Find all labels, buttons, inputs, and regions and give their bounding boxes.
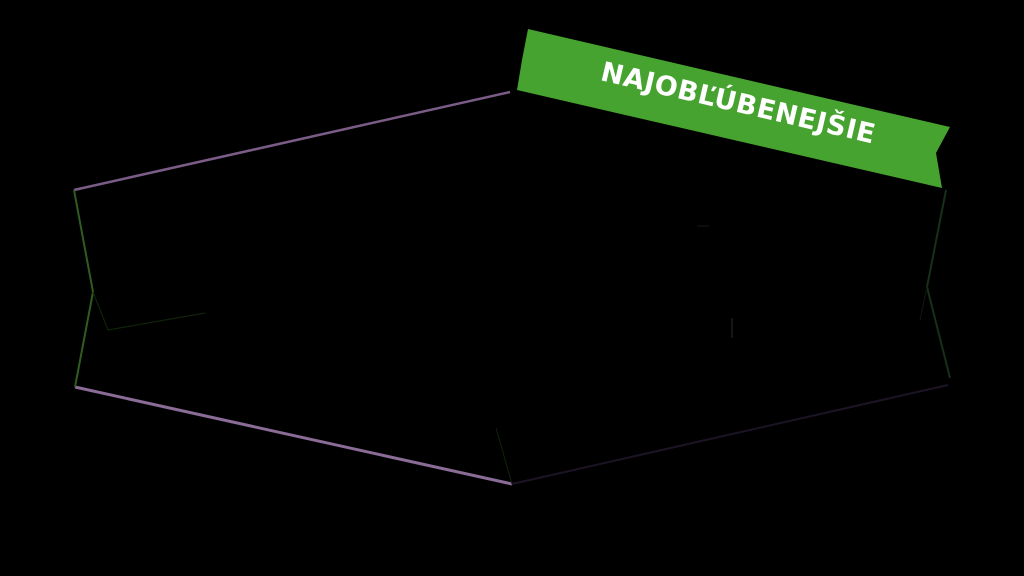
package-right-fold	[919, 286, 928, 321]
package-left-fold	[92, 291, 206, 331]
package-body	[74, 92, 950, 484]
package-bottom-fold	[495, 427, 513, 485]
package-top-edge	[73, 90, 511, 192]
package-bottom-right-edge	[511, 384, 949, 485]
package-bottom-edge	[74, 385, 513, 486]
